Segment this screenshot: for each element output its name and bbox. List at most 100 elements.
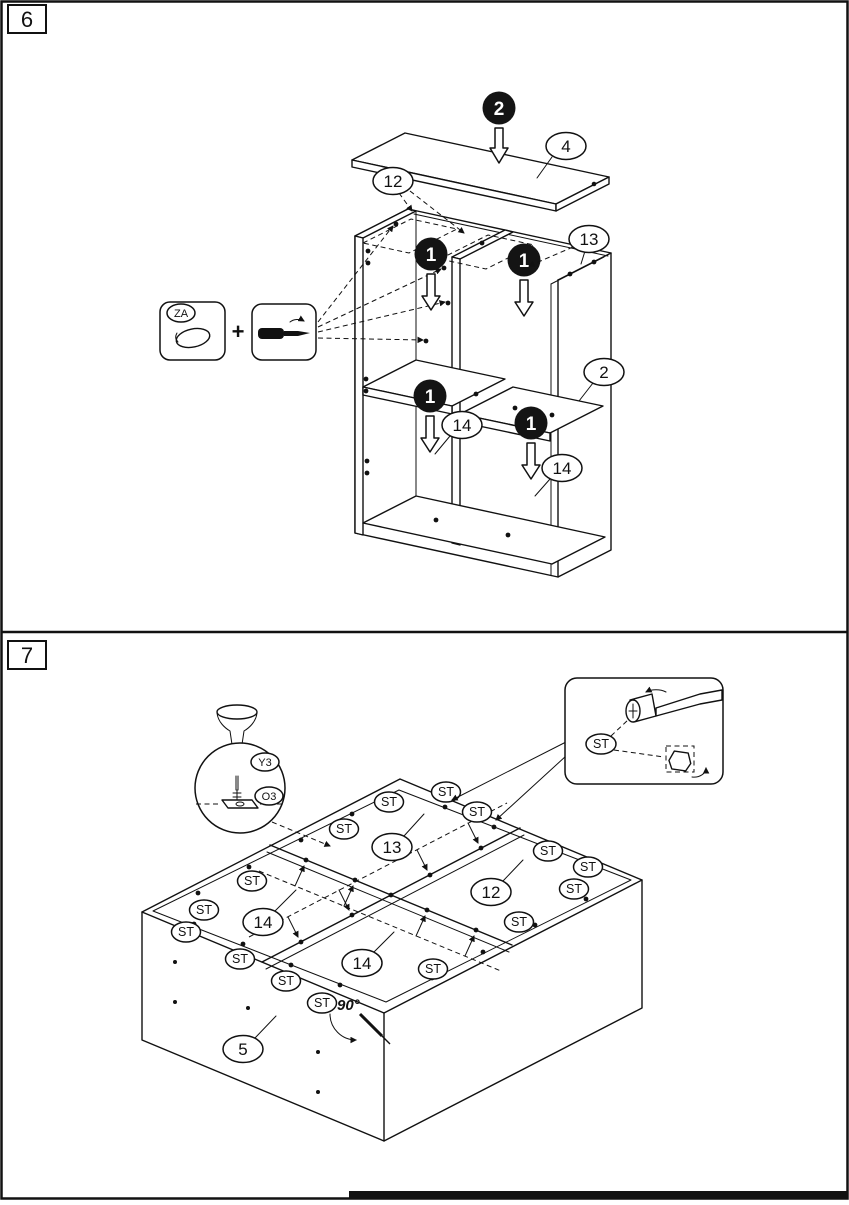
svg-text:ST: ST	[278, 974, 294, 988]
angle-label: 90°	[337, 997, 361, 1014]
step-6-number: 6	[21, 7, 33, 32]
st-marker: ST	[461, 801, 493, 823]
svg-text:13: 13	[383, 838, 402, 857]
step-marker-1d: 1	[514, 406, 548, 480]
bracket-icon	[221, 799, 259, 809]
bottom-panel-face	[362, 495, 606, 565]
step-7-number: 7	[21, 643, 33, 668]
svg-text:ST: ST	[566, 882, 582, 896]
screw-direction-arrows	[287, 822, 479, 957]
plus-sign: +	[232, 319, 245, 344]
cam-disc-icon	[175, 327, 211, 349]
svg-text:13: 13	[580, 230, 599, 249]
svg-text:1: 1	[526, 414, 537, 435]
callout-13: 13	[528, 224, 610, 267]
insert-arrow-top	[489, 127, 509, 164]
svg-text:14: 14	[353, 954, 372, 973]
screwdriver-detail: Y3 O3	[194, 704, 331, 847]
footer-bar	[349, 1191, 848, 1199]
svg-text:14: 14	[254, 913, 273, 932]
step-marker-2: 2	[482, 91, 516, 164]
svg-text:1: 1	[519, 251, 530, 272]
step-6-label: 6	[7, 4, 47, 34]
svg-text:ST: ST	[540, 844, 556, 858]
inner-frame-edge	[152, 789, 632, 1003]
st-markers: ST ST ST ST ST ST ST ST ST ST ST ST ST S…	[170, 781, 604, 1014]
step-marker-1c: 1	[413, 379, 447, 453]
driver-bit-icon	[655, 689, 723, 717]
callout-12: 12	[372, 166, 465, 234]
cam-label: ZA	[174, 308, 189, 320]
svg-text:5: 5	[238, 1040, 247, 1059]
callout-5: 5	[222, 1015, 277, 1064]
cam-label-bubble	[166, 303, 196, 323]
callout-2: 2	[578, 357, 625, 402]
insert-arrow-1b	[514, 279, 534, 317]
st-bubble-inset	[585, 733, 617, 755]
st-marker: ST	[270, 970, 302, 992]
svg-text:ST: ST	[232, 952, 248, 966]
svg-text:ST: ST	[314, 996, 330, 1010]
o3-bubble	[254, 786, 284, 806]
cam-lock-inset: ST	[451, 677, 724, 821]
svg-text:ST: ST	[469, 805, 485, 819]
cam-positions	[363, 221, 597, 538]
svg-text:4: 4	[561, 137, 570, 156]
svg-text:Y3: Y3	[258, 757, 271, 769]
st-marker: ST	[417, 958, 449, 980]
callout-14-flat-b: 14	[341, 931, 395, 978]
step-marker-1b: 1	[507, 243, 541, 317]
st-marker: ST	[572, 856, 604, 878]
alignment-guide-right	[438, 234, 536, 270]
st-marker: ST	[430, 781, 462, 803]
flat-unit-silhouette	[141, 778, 643, 1142]
svg-text:ST: ST	[336, 822, 352, 836]
svg-text:12: 12	[482, 883, 501, 902]
svg-text:2: 2	[494, 99, 505, 120]
step-7-label: 7	[7, 640, 47, 670]
panel-step-6: 6	[7, 4, 625, 578]
callout-12-flat: 12	[470, 859, 524, 907]
step-marker-1a: 1	[414, 237, 448, 311]
st-marker: ST	[373, 791, 405, 813]
svg-text:ST: ST	[425, 962, 441, 976]
insert-arrow-1a	[421, 273, 441, 311]
st-marker: ST	[558, 878, 590, 900]
svg-text:ST: ST	[511, 915, 527, 929]
svg-text:ST: ST	[593, 737, 609, 751]
st-marker: ST	[532, 840, 564, 862]
svg-text:ST: ST	[381, 795, 397, 809]
alignment-guide-left	[361, 218, 459, 254]
svg-text:ST: ST	[438, 785, 454, 799]
angle-indicator: 90°	[329, 997, 391, 1045]
st-marker: ST	[170, 921, 202, 943]
st-marker: ST	[224, 948, 256, 970]
st-marker: ST	[503, 911, 535, 933]
screw-guide-divider	[248, 802, 508, 938]
svg-text:ST: ST	[580, 860, 596, 874]
cam-lock-icon	[625, 693, 657, 723]
cabinet-assembly	[354, 208, 612, 578]
hardware-leader-lines	[317, 225, 446, 344]
svg-text:ST: ST	[196, 903, 212, 917]
callout-14-left: 14	[434, 410, 483, 455]
svg-text:ST: ST	[178, 925, 194, 939]
svg-text:ST: ST	[244, 874, 260, 888]
hardware-panel: ZA +	[159, 225, 446, 361]
callout-13-flat: 13	[371, 813, 425, 862]
callout-14-flat-a: 14	[242, 889, 297, 937]
callout-14-right: 14	[534, 453, 583, 497]
svg-text:14: 14	[453, 416, 472, 435]
svg-text:1: 1	[425, 387, 436, 408]
callout-4: 4	[536, 131, 587, 179]
screw-guide-shelf	[258, 870, 502, 972]
y3-bubble	[250, 752, 280, 772]
svg-text:2: 2	[599, 363, 608, 382]
st-marker: ST	[188, 899, 220, 921]
screwdriver-icon	[258, 315, 310, 339]
flat-unit	[141, 778, 643, 1142]
insert-arrow-1c	[420, 415, 440, 453]
st-marker: ST	[306, 992, 338, 1014]
